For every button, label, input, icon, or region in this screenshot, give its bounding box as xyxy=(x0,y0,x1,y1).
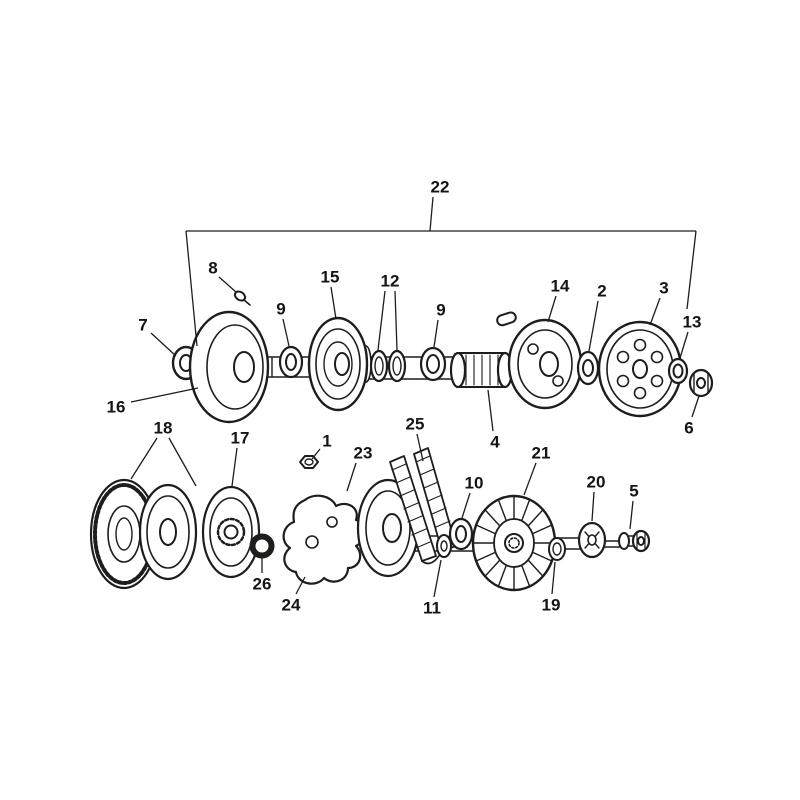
leader-line-24 xyxy=(295,576,306,595)
part-label-7: 7 xyxy=(138,316,147,335)
leader-line-21 xyxy=(523,462,537,496)
leader-line-7 xyxy=(150,332,177,357)
part-discs-18 xyxy=(89,478,198,590)
leader-line-12 xyxy=(394,290,398,351)
part-washer-2 xyxy=(576,350,600,386)
part-label-2: 2 xyxy=(597,282,606,301)
part-label-15: 15 xyxy=(321,268,340,287)
leader-line-9 xyxy=(433,319,439,348)
leader-line-3 xyxy=(649,297,661,326)
part-circlips-12 xyxy=(369,349,407,383)
leader-line-2 xyxy=(588,300,599,352)
part-label-8: 8 xyxy=(208,259,217,278)
leader-line-1 xyxy=(311,448,321,460)
part-washer-19 xyxy=(548,537,566,561)
leader-line-5 xyxy=(629,500,634,530)
part-label-18: 18 xyxy=(154,419,173,438)
part-label-5: 5 xyxy=(629,482,638,501)
part-pin xyxy=(496,311,517,327)
leader-line-8 xyxy=(218,276,237,293)
part-label-21: 21 xyxy=(532,444,551,463)
leader-line-12 xyxy=(377,290,386,351)
leader-line-23 xyxy=(346,462,357,492)
part-drive-pulley-16 xyxy=(188,310,270,424)
part-sleeve-4 xyxy=(449,351,514,389)
part-ring-9-left xyxy=(278,345,304,379)
part-washer-11 xyxy=(436,534,452,558)
part-label-9: 9 xyxy=(436,301,445,320)
part-label-17: 17 xyxy=(231,429,250,448)
part-label-25: 25 xyxy=(406,415,425,434)
leader-line-22 xyxy=(185,230,198,347)
part-label-24: 24 xyxy=(282,596,301,615)
part-label-13: 13 xyxy=(683,313,702,332)
leader-line-22 xyxy=(429,196,434,232)
leader-line-15 xyxy=(330,286,337,320)
leader-line-9 xyxy=(282,318,290,347)
part-bolt-6 xyxy=(688,368,714,398)
part-nut-13 xyxy=(667,357,689,385)
part-ring-9-right xyxy=(419,346,447,382)
part-pulley-half-15 xyxy=(307,316,372,412)
part-label-9: 9 xyxy=(276,300,285,319)
part-label-10: 10 xyxy=(465,474,484,493)
part-label-14: 14 xyxy=(551,277,570,296)
part-plate-17 xyxy=(201,485,261,579)
leader-line-4 xyxy=(487,389,494,432)
leader-line-25 xyxy=(416,433,424,462)
part-label-1: 1 xyxy=(322,432,331,451)
part-label-12: 12 xyxy=(381,272,400,291)
leader-line-18 xyxy=(130,437,158,480)
part-label-4: 4 xyxy=(490,433,500,452)
drawing-layer xyxy=(89,290,714,592)
part-label-20: 20 xyxy=(587,473,606,492)
leader-line-17 xyxy=(231,447,238,487)
part-bolt-5 xyxy=(618,529,651,553)
part-cam-20 xyxy=(577,521,607,559)
part-label-11: 11 xyxy=(423,599,441,618)
part-screw-8 xyxy=(233,290,251,306)
part-fan-wheel-21 xyxy=(471,494,557,592)
leader-line-11 xyxy=(433,559,442,598)
part-bearing-10 xyxy=(448,517,474,551)
part-label-6: 6 xyxy=(684,419,693,438)
part-label-16: 16 xyxy=(107,398,126,417)
part-bracket-24 xyxy=(282,494,367,585)
leader-line-6 xyxy=(691,395,700,418)
leader-line-20 xyxy=(591,491,595,522)
part-oring-26 xyxy=(249,533,275,559)
part-clutch-bell-3 xyxy=(597,320,683,418)
part-label-3: 3 xyxy=(659,279,668,298)
leader-line-13 xyxy=(679,331,689,359)
part-clutch-14 xyxy=(507,318,583,410)
leader-line-18 xyxy=(168,437,197,487)
part-nut-1 xyxy=(299,455,319,469)
leader-line-16 xyxy=(130,387,199,403)
leader-line-22 xyxy=(686,230,697,310)
part-label-26: 26 xyxy=(253,575,272,594)
leader-line-14 xyxy=(547,295,557,323)
part-label-19: 19 xyxy=(542,596,561,615)
part-label-23: 23 xyxy=(354,444,373,463)
leader-line-10 xyxy=(461,492,471,519)
part-label-22: 22 xyxy=(431,178,450,197)
leader-line-19 xyxy=(551,561,556,595)
